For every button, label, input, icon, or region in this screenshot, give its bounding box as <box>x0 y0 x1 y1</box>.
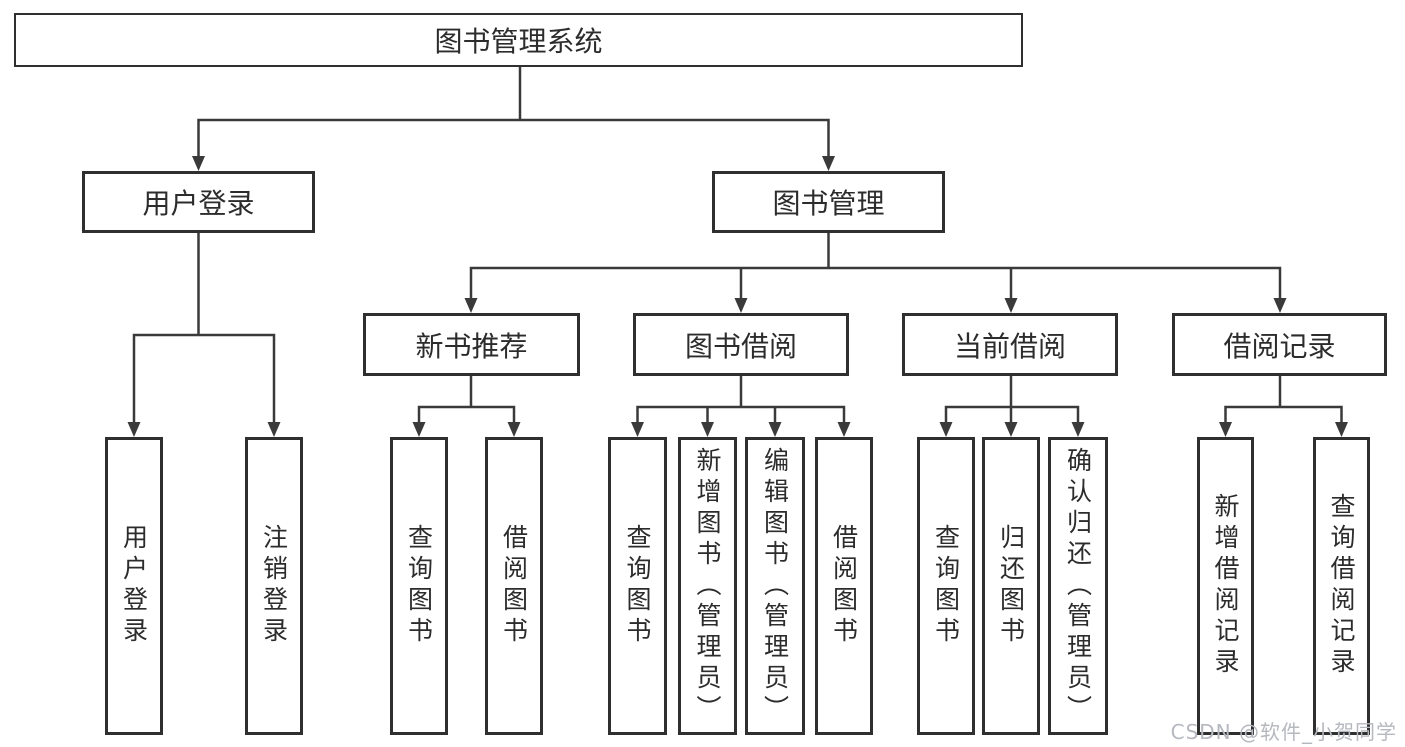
leaf-borrow-books-2: 借阅图书 <box>815 437 873 735</box>
current-borrow-box: 当前借阅 <box>902 313 1118 376</box>
leaf-query-books-2: 查询图书 <box>608 437 667 735</box>
leaf-add-books-admin-label: 新增图书（管理员） <box>693 446 722 726</box>
leaf-logout-label: 注销登录 <box>259 524 289 648</box>
leaf-query-borrow-record: 查询借阅记录 <box>1313 437 1370 735</box>
leaf-confirm-return-admin: 确认归还（管理员） <box>1048 437 1108 735</box>
leaf-query-books-1: 查询图书 <box>390 437 448 735</box>
leaf-borrow-books-1-label: 借阅图书 <box>499 524 529 648</box>
leaf-edit-books-admin: 编辑图书（管理员） <box>745 437 805 735</box>
book-borrow-box: 图书借阅 <box>633 313 849 376</box>
leaf-query-books-1-label: 查询图书 <box>404 524 434 648</box>
leaf-return-books: 归还图书 <box>982 437 1040 735</box>
watermark: CSDN @软件_小贺同学 <box>1170 720 1397 744</box>
borrow-records-box: 借阅记录 <box>1172 313 1387 376</box>
leaf-logout: 注销登录 <box>245 437 303 735</box>
leaf-confirm-return-admin-label: 确认归还（管理员） <box>1063 446 1093 726</box>
leaf-borrow-books-1: 借阅图书 <box>485 437 543 735</box>
leaf-add-borrow-record-label: 新增借阅记录 <box>1211 493 1240 679</box>
leaf-return-books-label: 归还图书 <box>996 524 1026 648</box>
leaf-user-login: 用户登录 <box>105 437 163 735</box>
leaf-user-login-label: 用户登录 <box>119 524 149 648</box>
leaf-add-borrow-record: 新增借阅记录 <box>1197 437 1254 735</box>
root-box-library-system: 图书管理系统 <box>14 13 1023 67</box>
book-mgmt-box: 图书管理 <box>712 171 945 233</box>
leaf-add-books-admin: 新增图书（管理员） <box>678 437 737 735</box>
new-book-rec-box: 新书推荐 <box>363 313 580 376</box>
leaf-query-books-2-label: 查询图书 <box>623 524 652 648</box>
leaf-query-books-3: 查询图书 <box>917 437 975 735</box>
leaf-borrow-books-2-label: 借阅图书 <box>829 524 859 648</box>
leaf-query-borrow-record-label: 查询借阅记录 <box>1327 493 1356 679</box>
leaf-query-books-3-label: 查询图书 <box>931 524 961 648</box>
leaf-edit-books-admin-label: 编辑图书（管理员） <box>760 446 790 726</box>
user-login-box: 用户登录 <box>82 171 315 233</box>
